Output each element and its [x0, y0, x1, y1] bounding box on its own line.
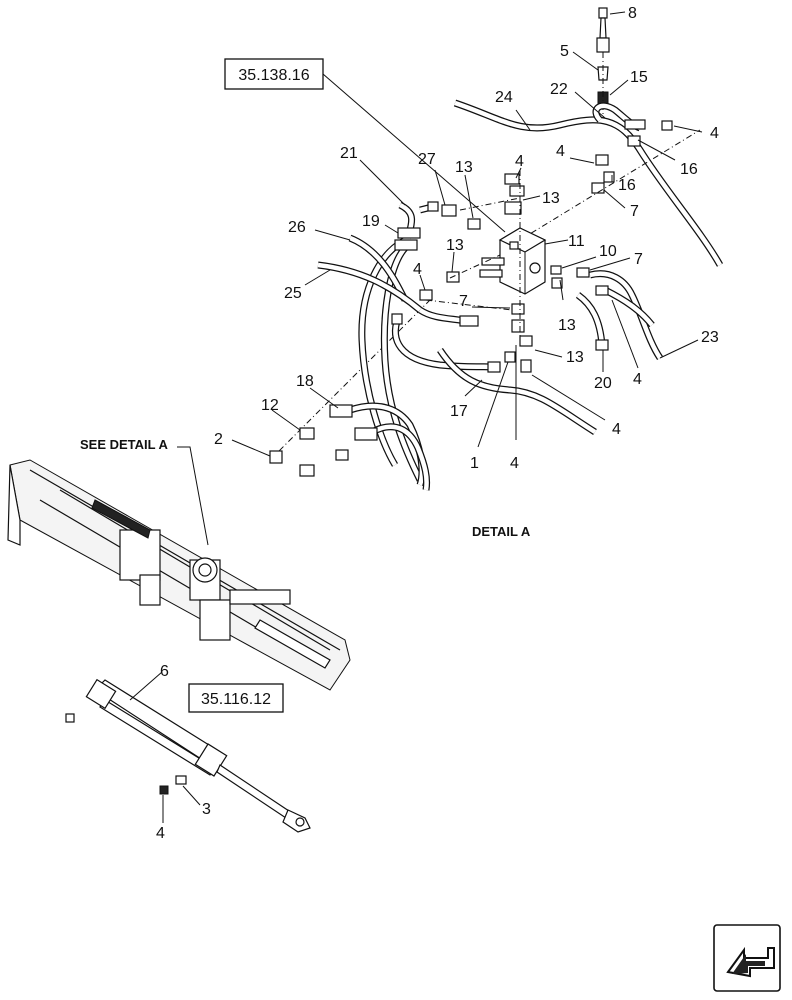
- see-detail-label: SEE DETAIL A: [80, 437, 168, 452]
- main-hoses: [317, 201, 501, 482]
- callout-7-right[interactable]: 7: [634, 251, 643, 268]
- callout-20[interactable]: 20: [594, 375, 612, 392]
- callout-13-upper-left[interactable]: 13: [455, 159, 473, 176]
- callout-4-above-block[interactable]: 4: [515, 153, 524, 170]
- see-detail-leader: [177, 446, 209, 546]
- detail-label: DETAIL A: [472, 524, 531, 539]
- callout-13-upper-right[interactable]: 13: [542, 190, 560, 207]
- callout-8[interactable]: 8: [628, 5, 637, 22]
- callout-13-lower[interactable]: 13: [566, 349, 584, 366]
- callout-5[interactable]: 5: [560, 43, 569, 60]
- valve-block[interactable]: [479, 227, 547, 295]
- callout-21[interactable]: 21: [340, 145, 358, 162]
- callout-23[interactable]: 23: [701, 329, 719, 346]
- reference-top-text: 35.138.16: [238, 67, 309, 84]
- callout-leaders: [129, 11, 703, 823]
- sensor-assembly: [596, 7, 610, 118]
- callout-10[interactable]: 10: [599, 243, 617, 260]
- callout-12[interactable]: 12: [261, 397, 279, 414]
- callout-3[interactable]: 3: [202, 801, 211, 818]
- callout-17[interactable]: 17: [450, 403, 468, 420]
- callout-27[interactable]: 27: [418, 151, 436, 168]
- reference-top-leader: [322, 73, 506, 233]
- callout-11[interactable]: 11: [568, 233, 585, 250]
- callout-18[interactable]: 18: [296, 373, 314, 390]
- callout-4-cylinder[interactable]: 4: [156, 825, 165, 842]
- upper-hoses: [453, 99, 724, 267]
- hose-20: [550, 265, 609, 351]
- callout-25[interactable]: 25: [284, 285, 302, 302]
- hose-17: [437, 348, 597, 435]
- callout-26[interactable]: 26: [288, 219, 306, 236]
- callout-6[interactable]: 6: [160, 663, 169, 680]
- callout-15[interactable]: 15: [630, 69, 648, 86]
- reference-bottom-text: 35.116.12: [201, 691, 271, 708]
- callout-13-lower-right[interactable]: 13: [558, 317, 576, 334]
- callout-4-lower-right[interactable]: 4: [633, 371, 642, 388]
- callout-4-bottom-center[interactable]: 4: [510, 455, 519, 472]
- hose-23: [576, 267, 663, 360]
- hydraulic-cylinder[interactable]: [65, 678, 311, 833]
- callout-4-left[interactable]: 4: [413, 261, 422, 278]
- next-page-arrow-icon[interactable]: [713, 924, 781, 992]
- callout-16-right[interactable]: 16: [680, 161, 698, 178]
- callout-19[interactable]: 19: [362, 213, 380, 230]
- callout-7-upper[interactable]: 7: [630, 203, 639, 220]
- callout-22[interactable]: 22: [550, 81, 568, 98]
- callout-4-far-right[interactable]: 4: [612, 421, 621, 438]
- callout-24[interactable]: 24: [495, 89, 513, 106]
- callout-4-upper-mid[interactable]: 4: [556, 143, 565, 160]
- callout-13-left[interactable]: 13: [446, 237, 464, 254]
- callout-2[interactable]: 2: [214, 431, 223, 448]
- reference-box-top[interactable]: 35.138.16: [224, 58, 324, 90]
- callout-1[interactable]: 1: [470, 455, 479, 472]
- callout-4-top-right[interactable]: 4: [710, 125, 719, 142]
- frame-assembly: [7, 459, 351, 691]
- hose-18: [269, 402, 431, 491]
- callout-16-mid[interactable]: 16: [618, 177, 636, 194]
- block-fittings: [269, 170, 533, 461]
- callout-numbers: 8 5 15 22 24 4 16 4 16 4 21 27 13 13 7 2…: [156, 5, 719, 842]
- callout-7-left[interactable]: 7: [459, 293, 468, 310]
- reference-box-bottom[interactable]: 35.116.12: [188, 683, 284, 713]
